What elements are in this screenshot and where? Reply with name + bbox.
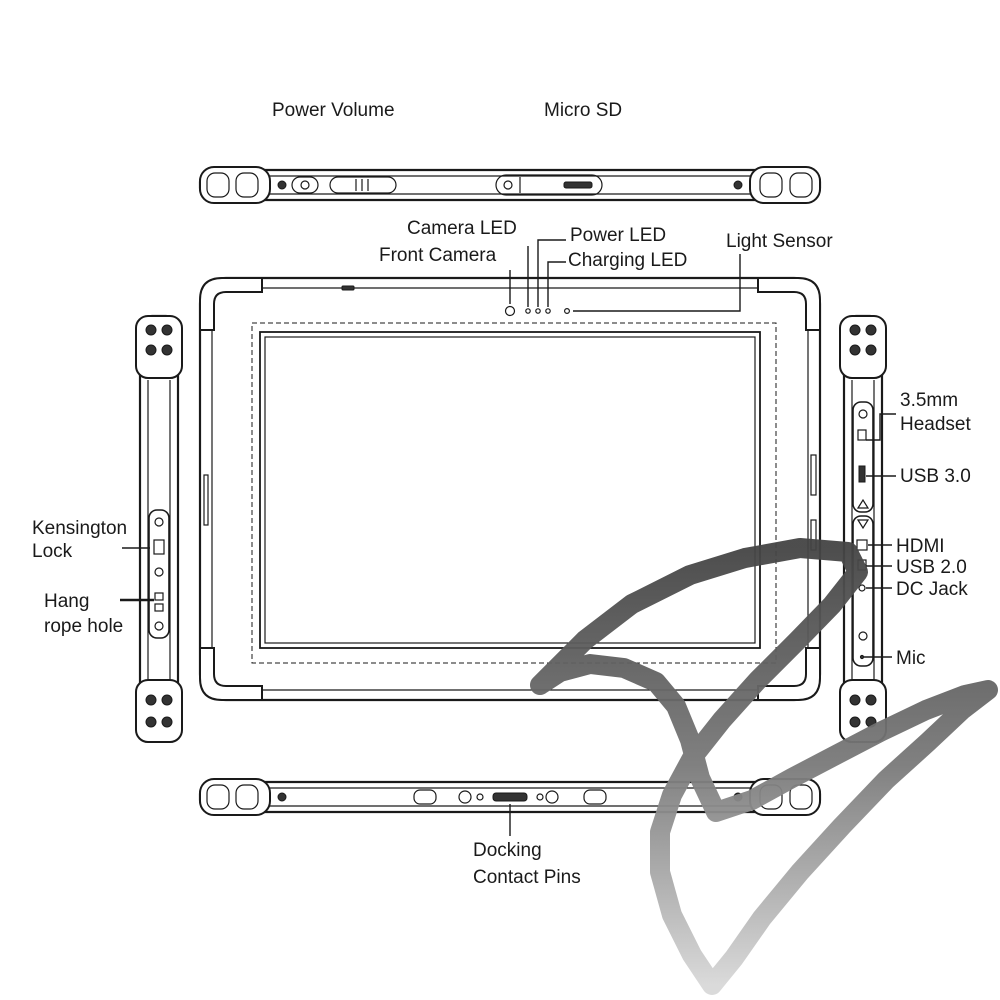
label-dc-jack: DC Jack	[896, 579, 968, 600]
micro-sd-cover-shape	[495, 174, 603, 196]
left-side-view	[135, 314, 183, 743]
scribble-overlay	[530, 538, 998, 995]
label-headset-line2: Headset	[900, 414, 971, 435]
label-usb3: USB 3.0	[900, 466, 971, 487]
right-side-view	[839, 314, 887, 743]
usb3-port-shape	[858, 465, 866, 483]
top-edge-view	[198, 166, 822, 204]
dc-jack-shape	[858, 584, 866, 592]
label-mic: Mic	[896, 648, 926, 669]
hdmi-port-shape	[856, 539, 868, 551]
labels: Power Volume Micro SD Camera LED Front C…	[32, 100, 971, 888]
label-kensington-line1: Kensington	[32, 518, 127, 539]
volume-rocker-shape	[329, 176, 397, 194]
left-leaders	[120, 547, 154, 602]
label-front-camera: Front Camera	[379, 245, 497, 266]
label-hdmi: HDMI	[896, 536, 945, 557]
power-button-shape	[291, 176, 319, 194]
label-kensington-line2: Lock	[32, 541, 73, 562]
label-camera-led: Camera LED	[407, 218, 517, 239]
sensor-leaders	[509, 239, 741, 312]
mic-hole-shape	[859, 654, 865, 660]
label-docking-line2: Contact Pins	[473, 867, 581, 888]
right-leaders	[864, 413, 896, 658]
front-camera-shape	[504, 305, 516, 317]
headset-jack-shape	[857, 429, 867, 441]
label-headset-line1: 3.5mm	[900, 390, 958, 411]
label-hang-line2: rope hole	[44, 616, 123, 637]
hang-rope-hole-shape	[154, 592, 164, 601]
label-hang-line1: Hang	[44, 591, 89, 612]
label-micro-sd: Micro SD	[544, 100, 622, 121]
label-power-volume: Power Volume	[272, 100, 395, 121]
label-power-led: Power LED	[570, 225, 666, 246]
front-view	[198, 276, 822, 702]
label-usb2: USB 2.0	[896, 557, 967, 578]
label-light-sensor: Light Sensor	[726, 231, 833, 252]
label-docking-line1: Docking	[473, 840, 542, 861]
label-charging-led: Charging LED	[568, 250, 687, 271]
kensington-lock-shape	[153, 539, 165, 555]
docking-pins-shape	[492, 792, 528, 802]
